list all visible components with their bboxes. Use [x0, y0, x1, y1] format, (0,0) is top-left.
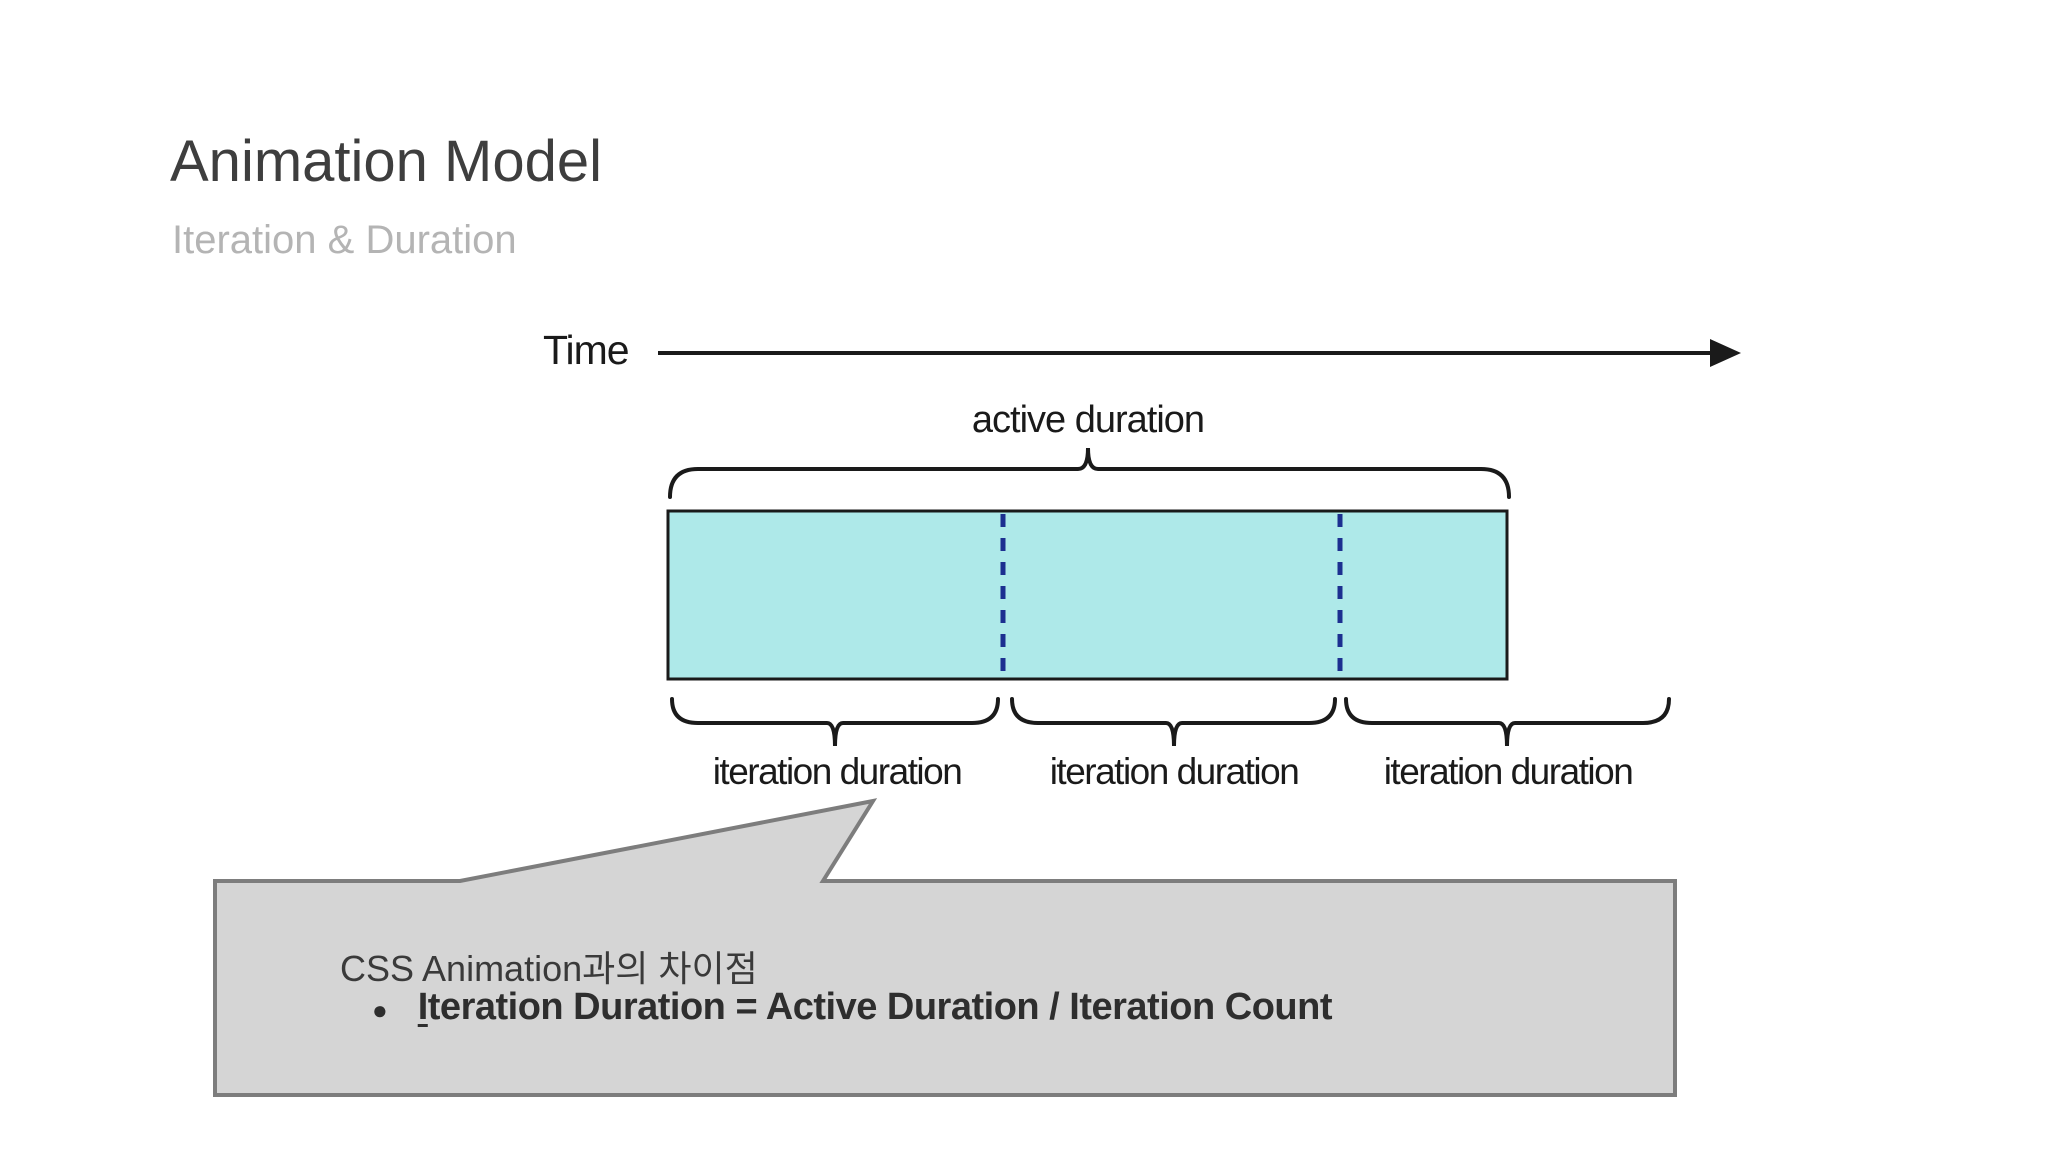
speech-bubble	[213, 798, 1677, 1097]
animation-bar	[666, 509, 1509, 681]
iteration-duration-label-3: iteration duration	[1383, 751, 1634, 792]
iteration-brace-1	[670, 697, 1000, 747]
iteration-brace-2	[1010, 697, 1337, 747]
callout-formula-underlined-letter: I	[417, 986, 429, 1028]
bullet-icon: ●	[372, 994, 388, 1025]
active-duration-brace	[668, 447, 1511, 499]
iteration-duration-label-2: iteration duration	[1049, 751, 1300, 792]
callout-formula-rest: teration Duration = Active Duration / It…	[427, 986, 1333, 1028]
callout-heading: CSS Animation과의 차이점	[340, 948, 758, 989]
iteration-duration-label-1: iteration duration	[712, 751, 963, 792]
timeline-arrow	[658, 339, 1741, 367]
callout-formula: Iteration Duration = Active Duration / I…	[417, 986, 1333, 1029]
callout-bullet-item: ● Iteration Duration = Active Duration /…	[372, 986, 1332, 1029]
iteration-brace-3	[1344, 697, 1671, 747]
active-duration-label: active duration	[971, 399, 1205, 441]
page-title: Animation Model	[170, 129, 602, 194]
time-axis-label: Time	[543, 327, 630, 373]
page-subtitle: Iteration & Duration	[172, 218, 517, 262]
arrowhead-right-icon	[1710, 339, 1741, 367]
